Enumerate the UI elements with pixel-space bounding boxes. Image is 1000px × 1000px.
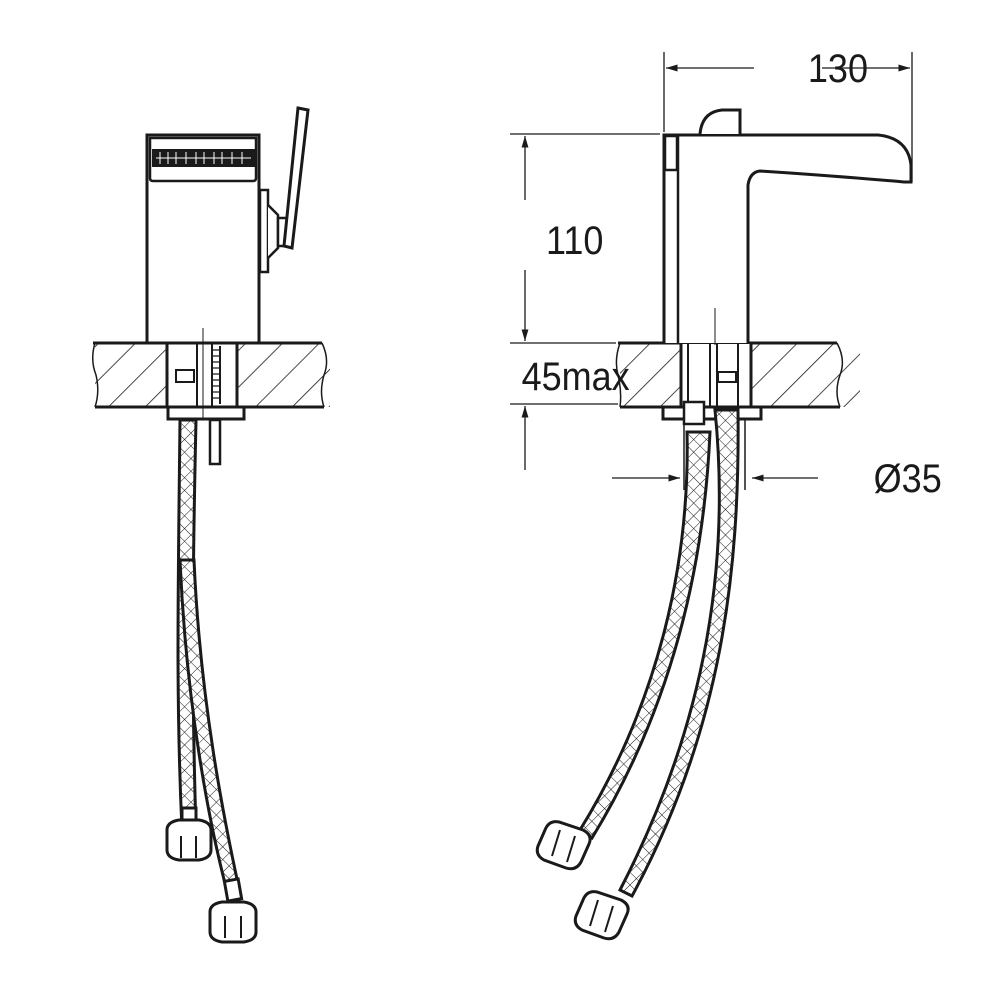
lever-handle-front	[282, 106, 310, 250]
deck-section-front	[92, 341, 330, 409]
mounting-plate-front	[166, 405, 246, 421]
mixer-body-front	[145, 133, 261, 345]
dimension-label-45max: 45max	[522, 355, 630, 399]
dimension-130	[663, 52, 913, 182]
hose-side-1	[577, 430, 712, 841]
hose-nut-front-1	[165, 806, 213, 862]
mounting-plate-side	[661, 405, 763, 421]
threaded-rod-front	[208, 418, 222, 466]
hose-nut-side-1	[535, 820, 592, 871]
dimension-label-130: 130	[808, 47, 868, 91]
lever-handle-side	[698, 108, 742, 135]
front-view	[92, 106, 330, 944]
dimension-110	[510, 133, 660, 344]
mixer-body-side	[662, 133, 913, 343]
dimension-label-110: 110	[546, 219, 603, 263]
hose-nut-front-2	[208, 877, 258, 944]
side-view	[510, 52, 913, 941]
deck-section-side	[615, 341, 860, 409]
dimension-label-diameter-35: Ø35	[874, 457, 942, 501]
dimension-45max	[510, 403, 618, 470]
hose-nut-side-2	[573, 890, 630, 941]
hose-side-2	[617, 408, 740, 898]
